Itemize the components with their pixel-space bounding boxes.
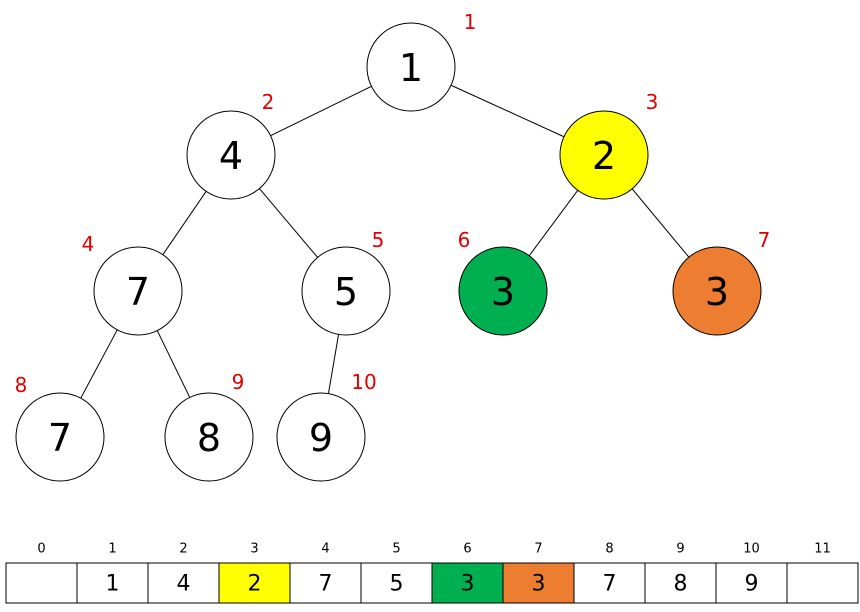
tree-edge [270, 85, 372, 137]
array-index: 4 [321, 542, 329, 557]
tree-node: 37 [672, 228, 771, 336]
tree-edge [259, 188, 318, 258]
array-cell-box [360, 562, 433, 604]
node-index-label: 9 [232, 370, 245, 394]
array-index: 0 [37, 542, 45, 557]
node-value: 3 [491, 270, 515, 314]
tree-node: 89 [164, 370, 254, 482]
node-index-label: 5 [372, 228, 385, 252]
array-cell: 11 [76, 542, 149, 604]
tree-node: 23 [559, 90, 659, 200]
node-index-label: 1 [464, 10, 477, 34]
node-circle [164, 392, 254, 482]
node-circle [93, 246, 183, 336]
array-value: 5 [390, 572, 404, 597]
tree-edge [162, 191, 207, 255]
tree-edge [327, 334, 340, 394]
array-cell: 32 [218, 542, 291, 604]
array-index: 9 [676, 542, 684, 557]
array-value: 1 [106, 572, 120, 597]
node-value: 8 [197, 416, 221, 460]
array-index: 6 [463, 542, 471, 557]
array-index: 5 [392, 542, 400, 557]
tree-node: 9 10 [276, 370, 377, 482]
node-value: 1 [399, 46, 423, 90]
array-value: 4 [177, 572, 191, 597]
array-cell-box [5, 562, 78, 604]
array-index: 10 [743, 542, 760, 557]
node-index-label: 2 [262, 90, 275, 114]
array-value: 7 [319, 572, 333, 597]
node-circle [672, 246, 762, 336]
node-index-label: 4 [82, 232, 95, 256]
array-cell: 73 [502, 542, 575, 604]
tree-edge [528, 190, 579, 256]
array-cell-box [502, 562, 575, 604]
array-cell-box [573, 562, 646, 604]
tree-edges [80, 84, 690, 399]
array-cell: 47 [289, 542, 362, 604]
node-index-label: 10 [351, 370, 376, 394]
array-value: 3 [532, 572, 546, 597]
node-circle [559, 110, 649, 200]
array-value: 7 [603, 572, 617, 597]
tree-node: 36 [458, 228, 548, 336]
array-cell-box [218, 562, 291, 604]
tree-node: 55 [301, 228, 391, 336]
array-cell: 63 [431, 542, 504, 604]
array-cell-box [289, 562, 362, 604]
node-value: 7 [48, 416, 72, 460]
node-value: 5 [334, 270, 358, 314]
node-index-label: 6 [458, 228, 471, 252]
node-value: 7 [126, 270, 150, 314]
array-cell-box [786, 562, 859, 604]
node-circle [301, 246, 391, 336]
array-cell: 0 [5, 542, 78, 604]
node-circle [186, 110, 276, 200]
node-circle [458, 246, 548, 336]
array-index: 3 [250, 542, 258, 557]
node-value: 9 [309, 416, 333, 460]
tree-node: 42 [186, 90, 276, 200]
array-cell: 24 [147, 542, 220, 604]
array-cell: 11 [786, 542, 859, 604]
node-value: 4 [219, 134, 243, 178]
array-value: 3 [461, 572, 475, 597]
array-value: 2 [248, 572, 262, 597]
array-value: 9 [745, 572, 759, 597]
tree-node: 11 [366, 10, 477, 112]
tree-node: 78 [15, 373, 105, 482]
array-value: 8 [674, 572, 688, 597]
tree-edge [631, 188, 690, 258]
tree-node: 74 [82, 232, 183, 336]
node-circle [366, 22, 456, 112]
array-cell: 98 [644, 542, 717, 604]
array-cell-box [644, 562, 717, 604]
array-index: 2 [179, 542, 187, 557]
array-cell-box [76, 562, 149, 604]
array-cell: 55 [360, 542, 433, 604]
node-circle [15, 392, 105, 482]
node-index-label: 7 [758, 228, 771, 252]
node-circle [276, 392, 366, 482]
array-cell: 87 [573, 542, 646, 604]
array-cell-box [715, 562, 788, 604]
array-index: 8 [605, 542, 613, 557]
node-index-label: 3 [646, 90, 659, 114]
array-index: 1 [108, 542, 116, 557]
tree-edge [80, 329, 118, 399]
node-value: 2 [592, 134, 616, 178]
array-index: 11 [814, 542, 831, 557]
node-index-label: 8 [15, 373, 28, 397]
tree-edge [156, 330, 191, 398]
array-cell: 10 9 [715, 542, 788, 604]
node-value: 3 [705, 270, 729, 314]
array-index: 7 [534, 542, 542, 557]
tree-edge [450, 84, 565, 138]
